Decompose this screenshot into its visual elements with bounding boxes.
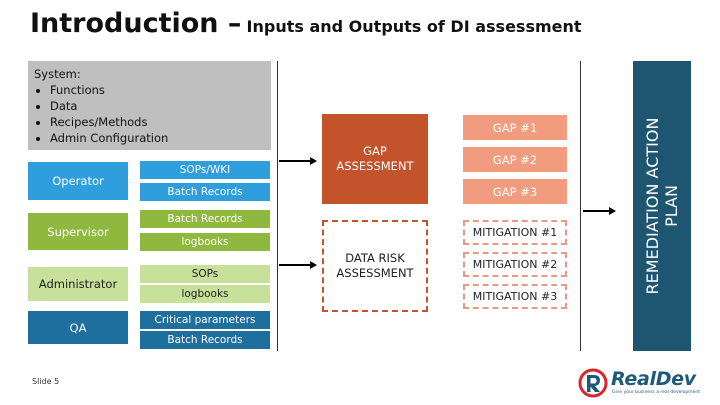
mitigation-1-box: MITIGATION #1 — [463, 220, 567, 245]
operator-input-batch-records: Batch Records — [140, 183, 270, 201]
operator-input-sops-wki: SOPs/WKI — [140, 161, 270, 179]
administrator-input-logbooks: logbooks — [140, 285, 270, 303]
gap-assessment-line: GAP — [363, 144, 387, 158]
remediation-line: PLAN — [662, 185, 681, 227]
qa-input-critical-parameters: Critical parameters — [140, 311, 270, 329]
data-risk-assessment-box: DATA RISK ASSESSMENT — [322, 220, 428, 312]
role-operator: Operator — [28, 162, 128, 200]
divider-line-right — [580, 61, 581, 351]
gap-3-box: GAP #3 — [463, 179, 567, 204]
gap-assessment-line: ASSESSMENT — [336, 159, 414, 173]
qa-input-batch-records: Batch Records — [140, 331, 270, 349]
slide-title: Introduction – Inputs and Outputs of DI … — [30, 8, 582, 39]
logo-wordmark: RealDev — [611, 368, 696, 390]
title-main: Introduction – — [30, 8, 242, 39]
administrator-input-sops: SOPs — [140, 265, 270, 283]
system-item: Functions — [50, 82, 265, 98]
role-supervisor: Supervisor — [28, 213, 128, 250]
remediation-text: REMEDIATION ACTION PLAN — [643, 66, 681, 346]
arrow-to-risk-assessment — [279, 261, 317, 268]
supervisor-input-batch-records: Batch Records — [140, 210, 270, 228]
gap-2-box: GAP #2 — [463, 147, 567, 172]
remediation-action-plan-box: REMEDIATION ACTION PLAN — [633, 61, 691, 351]
supervisor-input-logbooks: logbooks — [140, 233, 270, 251]
risk-assessment-line: ASSESSMENT — [336, 266, 414, 280]
system-list: Functions Data Recipes/Methods Admin Con… — [34, 82, 265, 146]
remediation-line: REMEDIATION ACTION — [643, 117, 662, 295]
slide-number: Slide 5 — [32, 377, 60, 386]
realdev-logo-icon — [578, 368, 608, 398]
system-item: Recipes/Methods — [50, 114, 265, 130]
gap-1-box: GAP #1 — [463, 115, 567, 140]
gap-assessment-box: GAP ASSESSMENT — [322, 114, 428, 204]
logo-tagline: Give your business a real development — [612, 390, 701, 395]
system-item: Admin Configuration — [50, 130, 265, 146]
arrow-to-remediation — [583, 207, 616, 214]
mitigation-3-box: MITIGATION #3 — [463, 284, 567, 309]
role-qa: QA — [28, 311, 128, 344]
risk-assessment-line: DATA RISK — [345, 251, 405, 265]
system-item: Data — [50, 98, 265, 114]
realdev-logo: RealDev Give your business a real develo… — [578, 367, 701, 399]
role-administrator: Administrator — [28, 267, 128, 301]
system-box: System: Functions Data Recipes/Methods A… — [28, 61, 271, 150]
mitigation-2-box: MITIGATION #2 — [463, 252, 567, 277]
title-sub: Inputs and Outputs of DI assessment — [246, 17, 582, 36]
system-heading: System: — [34, 67, 81, 81]
arrow-to-gap-assessment — [279, 157, 317, 164]
divider-line-left — [277, 61, 278, 351]
